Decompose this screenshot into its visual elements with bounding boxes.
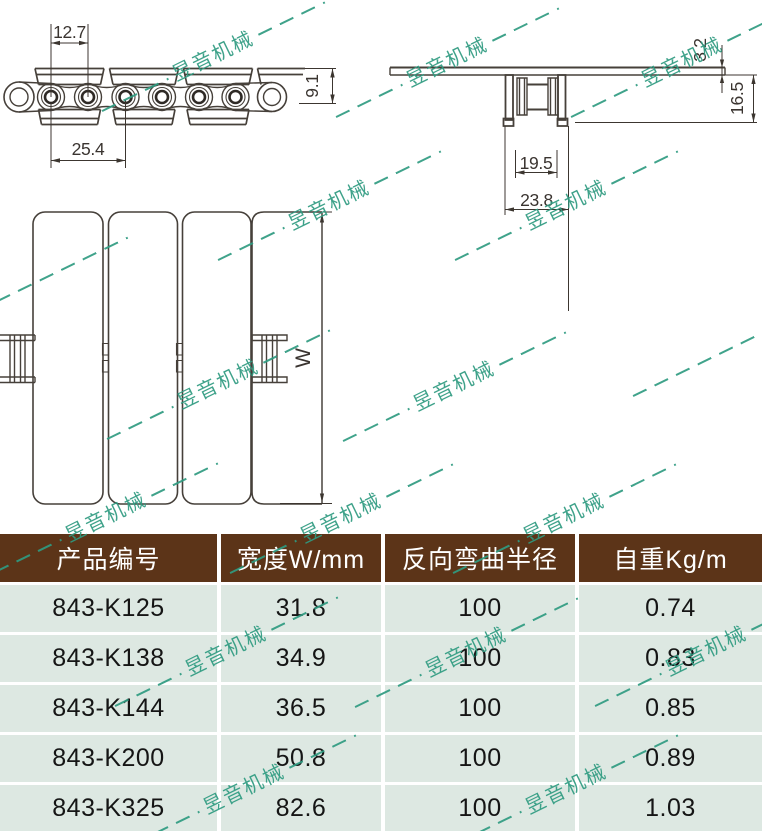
- left-link: [0, 334, 36, 384]
- product-code-cell: 843-K325: [0, 785, 217, 831]
- col-header-product-code: 产品编号: [0, 534, 217, 582]
- product-code-cell: 843-K125: [0, 585, 217, 632]
- radius-cell: 100: [385, 685, 575, 732]
- product-code-cell: 843-K138: [0, 635, 217, 682]
- spec-table: 产品编号 宽度W/mm 反向弯曲半径 自重Kg/m 843-K125 31.8 …: [0, 534, 762, 831]
- chain-cross-section-drawing: 19.5 23.8 16.5 3.2: [389, 38, 757, 311]
- weight-cell: 0.89: [579, 735, 762, 782]
- dim-belt-width-label: W: [292, 348, 315, 368]
- dim-plate-thickness-label: 3.2: [690, 38, 710, 61]
- radius-cell: 100: [385, 635, 575, 682]
- width-cell: 50.8: [221, 735, 381, 782]
- weight-cell: 0.85: [579, 685, 762, 732]
- product-code-cell: 843-K144: [0, 685, 217, 732]
- radius-cell: 100: [385, 785, 575, 831]
- dim-inner-width-label: 19.5: [520, 153, 553, 173]
- width-cell: 34.9: [221, 635, 381, 682]
- right-link: [251, 334, 288, 384]
- chain-side-view-drawing: 12.7 25.4 9.1: [3, 22, 336, 168]
- dim-plate-height-label: 9.1: [302, 74, 322, 97]
- plate-2: [107, 211, 179, 505]
- dim-pitch-half-label: 12.7: [53, 22, 86, 42]
- weight-cell: 0.74: [579, 585, 762, 632]
- chain-top-view-drawing: W: [0, 211, 332, 505]
- width-cell: 36.5: [221, 685, 381, 732]
- technical-drawings: 12.7 25.4 9.1 19.5 23.8 16.: [0, 22, 757, 505]
- dim-pitch-label: 25.4: [72, 139, 105, 159]
- dimension-arrows: [51, 40, 335, 163]
- radius-cell: 100: [385, 585, 575, 632]
- weight-cell: 1.03: [579, 785, 762, 831]
- col-header-backflex-radius: 反向弯曲半径: [385, 534, 575, 582]
- dim-section-height-label: 16.5: [727, 82, 747, 115]
- dim-outer-width-label: 23.8: [520, 190, 553, 210]
- col-header-weight: 自重Kg/m: [579, 534, 762, 582]
- dimension-arrows: [319, 213, 325, 503]
- width-cell: 82.6: [221, 785, 381, 831]
- weight-cell: 0.83: [579, 635, 762, 682]
- width-cell: 31.8: [221, 585, 381, 632]
- plate-4: [251, 211, 322, 505]
- radius-cell: 100: [385, 735, 575, 782]
- plate-3: [181, 211, 252, 505]
- product-code-cell: 843-K200: [0, 735, 217, 782]
- plate-1: [32, 211, 104, 505]
- col-header-width: 宽度W/mm: [221, 534, 381, 582]
- dimension-arrows: [505, 59, 756, 212]
